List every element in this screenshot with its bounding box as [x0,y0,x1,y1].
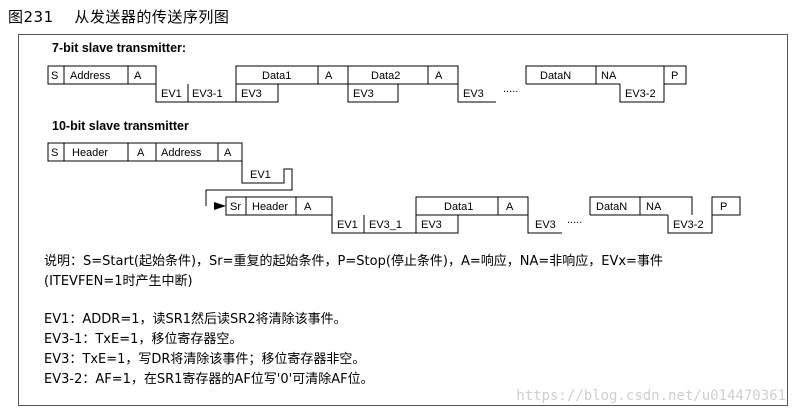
lbl-10-header: Header [72,147,108,159]
lbl-10-ev3-b: EV3 [535,219,556,231]
diagram-frame [18,34,788,406]
lbl-7-ev3-b: EV3 [353,88,374,100]
legend-line-2: (ITEVFEN=1时产生中断) [44,274,193,289]
lbl-10-data1: Data1 [444,201,473,213]
lbl-7-ev3-2: EV3-2 [625,88,656,100]
note-ev3-1: EV3-1：TxE=1，移位寄存器空。 [44,332,243,347]
lbl-7-datan: DataN [540,70,571,82]
lbl-10-address: Address [161,147,202,159]
lbl-7-ev3-a: EV3 [241,88,262,100]
lbl-10-ev1: EV1 [337,219,358,231]
lbl-7-ev3-1: EV3-1 [192,88,223,100]
lbl-10-p: P [720,201,727,213]
lbl-10-sr: Sr [230,201,241,213]
lbl-10-datan: DataN [596,201,627,213]
lbl-7-address: Address [70,70,111,82]
lbl-10-a3: A [304,201,312,213]
lbl-10-ev3-1: EV3_1 [369,219,402,231]
lbl-10-ev1-top: EV1 [250,169,271,181]
lbl-7-a1: A [134,70,142,82]
lbl-7-data1: Data1 [262,70,291,82]
lbl-10-ev3-2: EV3-2 [673,219,704,231]
lbl-10-na: NA [646,201,662,213]
box-7bit-ack1 [127,65,157,85]
lbl-10-ev3-a: EV3 [421,219,442,231]
lbl-7-data2: Data2 [371,70,400,82]
lbl-7-p: P [671,70,678,82]
lbl-7-a3: A [435,70,443,82]
figure-title: 图231 从发送器的传送序列图 [8,8,230,26]
watermark: https://blog.csdn.net/u014470361 [516,388,786,404]
lbl-10-s: S [51,147,58,159]
note-ev3-2: EV3-2：AF=1，在SR1寄存器的AF位写'0'可清除AF位。 [44,372,374,387]
box-10bit-stop [711,196,741,216]
note-ev1: EV1：ADDR=1，读SR1然后读SR2将清除该事件。 [44,312,347,327]
lbl-10-header2: Header [252,201,288,213]
lbl-10-a2: A [224,147,232,159]
note-ev3: EV3：TxE=1，写DR将清除该事件；移位寄存器非空。 [44,352,366,367]
legend-line-1: 说明：S=Start(起始条件)，Sr=重复的起始条件，P=Stop(停止条件)… [44,254,663,269]
lbl-10-dots: ..... [567,214,582,226]
lbl-7-dots: ..... [503,83,518,95]
lbl-10-a4: A [506,201,514,213]
lbl-7-ev3-c: EV3 [463,88,484,100]
arrow-icon [214,202,226,210]
box-7bit-stop [663,65,687,85]
lbl-7-ev1: EV1 [161,88,182,100]
lbl-7-a2: A [325,70,333,82]
lbl-10-a1: A [137,147,145,159]
box-10bit-ack [295,196,333,216]
heading-10bit: 10-bit slave transmitter [52,119,189,133]
lbl-7-s: S [51,70,58,82]
box-10bit-row1 [47,142,243,162]
lbl-7-na: NA [601,70,617,82]
heading-7bit: 7-bit slave transmitter: [52,41,186,55]
